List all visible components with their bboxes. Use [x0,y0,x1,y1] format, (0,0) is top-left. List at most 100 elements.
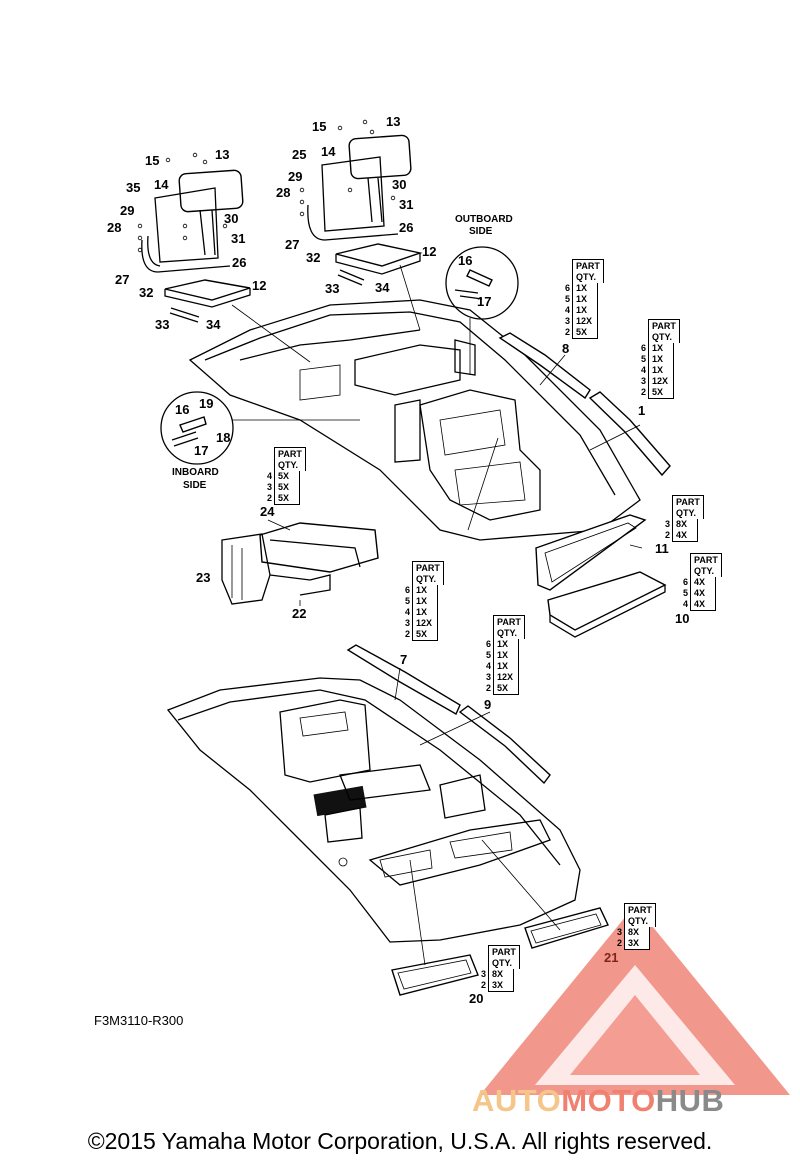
seat-back-assembly-right [299,119,423,286]
qty-header-line: PART [492,947,516,957]
part-label-23: 23 [196,570,210,585]
upper-rails [498,332,671,477]
part-label-10: 10 [675,611,689,626]
part-label-17: 17 [477,294,491,309]
part-label-16: 16 [458,253,472,268]
part-label-32: 32 [306,250,320,265]
qty-part-number: 4 [485,661,491,671]
inboard-side-detail [160,391,360,465]
qty-header-line: QTY. [416,574,437,584]
qty-header-line: QTY. [492,958,513,968]
qty-value: 3X [628,938,640,948]
qty-value: 5X [278,471,290,481]
qty-part-number: 6 [640,343,646,353]
qty-header-line: PART [497,617,521,627]
qty-value: 3X [492,980,504,990]
qty-header-line: PART [676,497,700,507]
qty-header-line: PART [278,449,302,459]
qty-header-line: PART [694,555,718,565]
watermark-moto: MOTO [561,1083,656,1118]
cushion-20-and-21 [391,907,609,996]
qty-value: 12X [652,376,669,386]
part-label-34: 34 [375,280,390,295]
qty-part-number: 3 [404,618,410,628]
qty-part-number: 5 [682,588,688,598]
qty-header-line: QTY. [278,460,299,470]
qty-value: 1X [497,639,509,649]
qty-part-number: 2 [404,629,410,639]
qty-value: 1X [497,661,509,671]
qty-header-line: QTY. [652,332,673,342]
qty-value: 5X [278,482,290,492]
part-label-29: 29 [288,169,302,184]
qty-value: 1X [576,294,588,304]
part-label-11: 11 [655,541,669,556]
qty-part-number: 3 [664,519,670,529]
copyright-notice: ©2015 Yamaha Motor Corporation, U.S.A. A… [87,1128,713,1154]
qty-part-number: 4 [640,365,646,375]
qty-value: 4X [694,599,706,609]
qty-part-number: 4 [266,471,272,481]
qty-part-number: 4 [404,607,410,617]
qty-part-number: 6 [682,577,688,587]
part-label-31: 31 [399,197,413,212]
lower-rails [346,644,551,785]
watermark-text: AUTOMOTOHUB [472,1083,724,1119]
qty-part-number: 3 [564,316,570,326]
qty-part-number: 5 [485,650,491,660]
part-label-13: 13 [215,147,229,162]
qty-value: 4X [694,588,706,598]
qty-part-number: 3 [640,376,646,386]
part-label-24: 24 [260,504,275,519]
upper-boat-hull [188,299,641,541]
seat-back-assembly-left [137,152,251,323]
lower-boat-hull [166,677,581,943]
qty-value: 4X [694,577,706,587]
part-label-12: 12 [422,244,436,259]
qty-part-number: 6 [404,585,410,595]
qty-value: 1X [416,607,428,617]
part-label-16: 16 [175,402,189,417]
part-label-14: 14 [154,177,169,192]
qty-value: 5X [652,387,664,397]
qty-part-number: 5 [640,354,646,364]
qty-part-number: 2 [480,980,486,990]
part-label-25: 25 [292,147,306,162]
part-label-28: 28 [276,185,290,200]
part-number-labels: 13 15 14 35 29 28 30 31 26 27 12 32 33 3… [94,114,689,1028]
part-label-14: 14 [321,144,336,159]
watermark-hub: HUB [655,1083,725,1118]
qty-part-number: 3 [480,969,486,979]
part-label-32: 32 [139,285,153,300]
qty-value: 1X [497,650,509,660]
figure-code: F3M3110-R300 [94,1013,183,1028]
qty-part-number: 5 [404,596,410,606]
qty-part-number: 2 [564,327,570,337]
leader-lines [231,264,643,966]
qty-part-number: 4 [682,599,688,609]
qty-value: 1X [416,585,428,595]
part-label-20: 20 [469,991,483,1006]
qty-header-line: PART [652,321,676,331]
qty-value: 12X [576,316,593,326]
qty-header-line: PART [576,261,600,271]
cushion-11-and-10 [535,514,667,638]
part-label-31: 31 [231,231,245,246]
qty-part-number: 5 [564,294,570,304]
outboard-side-label-line1: OUTBOARD [455,214,513,225]
qty-part-number: 4 [564,305,570,315]
part-label-26: 26 [399,220,413,235]
automotohub-logo [480,905,790,1095]
qty-header-line: PART [416,563,440,573]
qty-value: 1X [652,343,664,353]
part-label-18: 18 [216,430,230,445]
part-label-8: 8 [562,341,569,356]
